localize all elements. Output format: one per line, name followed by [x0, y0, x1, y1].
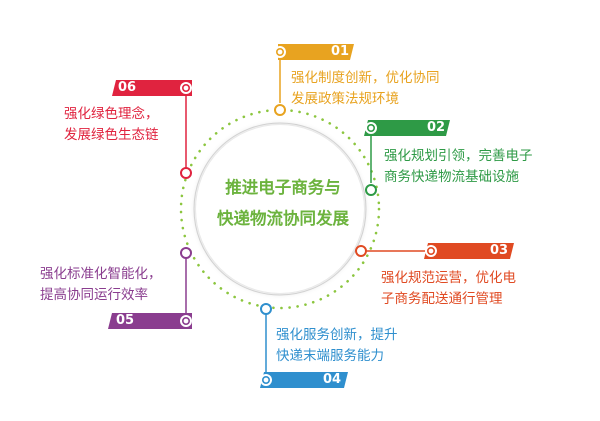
item-05-number: 05 — [116, 313, 135, 328]
item-06-ring-node — [180, 167, 192, 179]
item-05-line2: 提高协同运行效率 — [40, 287, 148, 303]
item-05-tab — [108, 313, 192, 329]
item-05-ring-node — [180, 247, 192, 259]
dotted-ring — [179, 108, 381, 310]
item-02-line2: 商务快递物流基础设施 — [384, 169, 519, 185]
item-06-tab — [112, 80, 192, 96]
item-01-connector — [274, 60, 286, 116]
center-title: 推进电子商务与 快递物流协同发展 — [195, 172, 371, 234]
item-06-number: 06 — [118, 80, 137, 95]
item-04-line1: 强化服务创新，提升 — [276, 327, 398, 343]
item-04-tab — [260, 372, 348, 388]
item-05-line1: 强化标准化智能化， — [40, 266, 162, 282]
item-01-line2: 发展政策法规环境 — [291, 91, 399, 107]
item-03-line1: 强化规范运营，优化电 — [381, 270, 516, 286]
item-03-ring-node — [355, 245, 367, 257]
item-03-connector — [355, 245, 425, 257]
item-03-tab — [424, 243, 514, 259]
item-01-tab — [274, 44, 354, 60]
item-01-line1: 强化制度创新，优化协同 — [291, 70, 440, 86]
item-05-description: 强化标准化智能化， 提高协同运行效率 — [40, 264, 162, 306]
item-01-ring-node — [274, 104, 286, 116]
item-01-description: 强化制度创新，优化协同 发展政策法规环境 — [291, 68, 440, 110]
center-title-line1: 推进电子商务与 — [225, 178, 341, 197]
item-05-connector — [180, 247, 192, 315]
item-03-description: 强化规范运营，优化电 子商务配送通行管理 — [381, 268, 516, 310]
item-04-ring-node — [260, 303, 272, 315]
item-04-connector — [260, 303, 272, 372]
item-02-connector — [365, 136, 377, 196]
item-02-line1: 强化规划引领，完善电子 — [384, 148, 533, 164]
item-02-description: 强化规划引领，完善电子 商务快递物流基础设施 — [384, 146, 533, 188]
center-circle — [196, 125, 364, 293]
item-02-number: 02 — [427, 120, 446, 135]
item-02-tab — [364, 120, 450, 136]
item-02-ring-node — [365, 184, 377, 196]
item-04-description: 强化服务创新，提升 快递末端服务能力 — [276, 325, 398, 367]
center-title-line2: 快递物流协同发展 — [217, 209, 349, 228]
item-06-description: 强化绿色理念， 发展绿色生态链 — [64, 104, 159, 146]
item-04-number: 04 — [323, 372, 342, 387]
item-06-line1: 强化绿色理念， — [64, 106, 159, 122]
item-06-line2: 发展绿色生态链 — [64, 127, 159, 143]
item-03-number: 03 — [490, 243, 509, 258]
item-01-number: 01 — [331, 44, 350, 59]
item-04-line2: 快递末端服务能力 — [276, 348, 384, 364]
item-06-connector — [180, 94, 192, 179]
item-03-line2: 子商务配送通行管理 — [381, 291, 503, 307]
